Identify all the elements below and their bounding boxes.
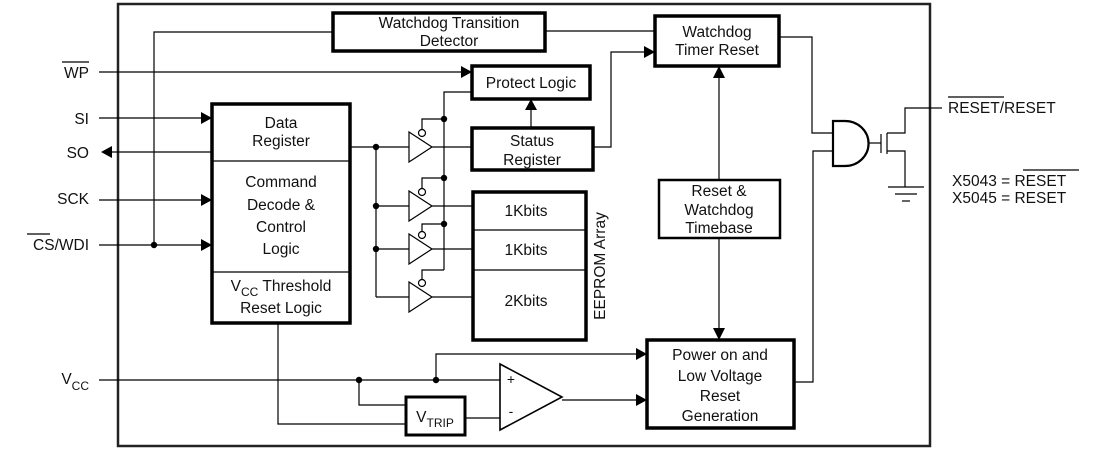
wtd-line1: Watchdog Transition [379,15,520,32]
eeprom-array: 1Kbits 1Kbits 2Kbits EEPROM Array [471,190,609,342]
arrow-wp [461,66,472,78]
pin-so-label: SO [67,145,89,162]
vtrip-label: VTRIP [416,409,454,430]
por-line4: Generation [682,408,759,425]
pin-cs-wdi: CS/WDI [27,233,89,254]
wire-vcc-vtrip [358,380,406,406]
comparator-minus: - [509,403,514,419]
arrow-sck [201,194,212,206]
reset-pin-label: RESET/RESET [948,100,1056,117]
wire-por-to-and [794,150,833,383]
data-register-line2: Register [252,133,310,150]
command-decode-line2: Decode & [247,197,316,214]
pin-sck-label: SCK [57,191,90,208]
pin-si-label: SI [74,111,89,128]
arrow-status-to-wtr [644,46,655,58]
and-gate [831,119,870,168]
data-register-line1: Data [265,115,298,132]
arrow-rwt-to-wtr [713,66,725,78]
comparator-plus: + [507,371,515,387]
por-line1: Power on and [672,347,768,364]
wire-protect-control [443,91,472,270]
command-decode-line4: Logic [262,241,299,258]
buffer-status [408,118,472,164]
rwt-line3: Timebase [685,220,752,237]
wire-threshold [277,323,406,425]
reset-watchdog-timebase-block: Reset & Watchdog Timebase [657,178,782,240]
arrow-rwt-to-por [713,328,725,340]
arrow-comp-to-por [636,394,647,406]
arrow-vcc-por [636,348,647,360]
buffer-1kbits-a [408,177,472,223]
eeprom-row-2: 1Kbits [504,242,547,259]
reset-pin-rest: /RESET [1000,100,1057,117]
pin-cs-label: CS [33,237,55,254]
buffer-2kbits [408,269,472,314]
protect-logic-label: Protect Logic [486,75,577,92]
por-line3: Reset [700,388,741,405]
pin-wp-label: WP [64,65,89,82]
arrow-cs [201,239,212,251]
eeprom-array-label: EEPROM Array [592,212,609,320]
status-register-block: Status Register [470,126,595,172]
command-decode-line1: Command [245,174,317,191]
eeprom-row-3: 2Kbits [504,293,547,310]
wtr-line1: Watchdog [682,24,751,41]
pin-vcc-label: VCC [61,371,89,393]
note-x5043: X5043 = RESET [952,173,1067,190]
wire-wtr-to-and [779,36,833,134]
chip-boundary [116,2,932,448]
watchdog-timer-reset-block: Watchdog Timer Reset [653,14,781,68]
ground-icon [888,186,924,202]
wtd-line2: Detector [420,33,479,50]
note-x5045: X5045 = RESET [952,190,1067,207]
power-on-reset-block: Power on and Low Voltage Reset Generatio… [645,338,796,430]
status-register-line1: Status [510,133,554,150]
rwt-line1: Reset & [691,183,747,200]
reset-pin: RESET/RESET [948,96,1056,117]
por-line2: Low Voltage [678,368,762,385]
control-logic-block: Data Register Command Decode & Control L… [210,102,352,325]
pin-cs-wdi-label: CS/WDI [33,237,89,254]
junction-bus-1 [372,143,380,151]
wire-wdi [153,31,333,245]
reset-pin-bar: RESET [948,100,1000,117]
pin-wdi-label: /WDI [55,237,89,254]
rwt-line2: Watchdog [684,202,753,219]
mosfet [880,107,930,187]
comparator: + - [499,362,564,432]
arrow-so [101,146,112,158]
part-notes: X5043 = RESET X5045 = RESET [952,169,1079,207]
protect-logic-block: Protect Logic [470,64,592,101]
buffer-1kbits-b [408,223,472,266]
watchdog-transition-detector-block: Watchdog Transition Detector [331,11,547,53]
arrow-status-to-protect [525,99,537,110]
status-register-line2: Register [503,152,561,169]
eeprom-row-1: 1Kbits [504,203,547,220]
command-decode-line3: Control [256,219,306,236]
pin-wp: WP [62,61,89,82]
wtr-line2: Timer Reset [675,42,760,59]
arrow-si [201,112,212,124]
wire-status-to-wtr [593,51,646,148]
vcc-threshold-line2: Reset Logic [240,300,322,317]
vcc-threshold-line1: VCC Threshold [231,278,332,299]
wire-vcc-por [435,353,638,380]
vtrip-block: VTRIP [404,395,467,437]
